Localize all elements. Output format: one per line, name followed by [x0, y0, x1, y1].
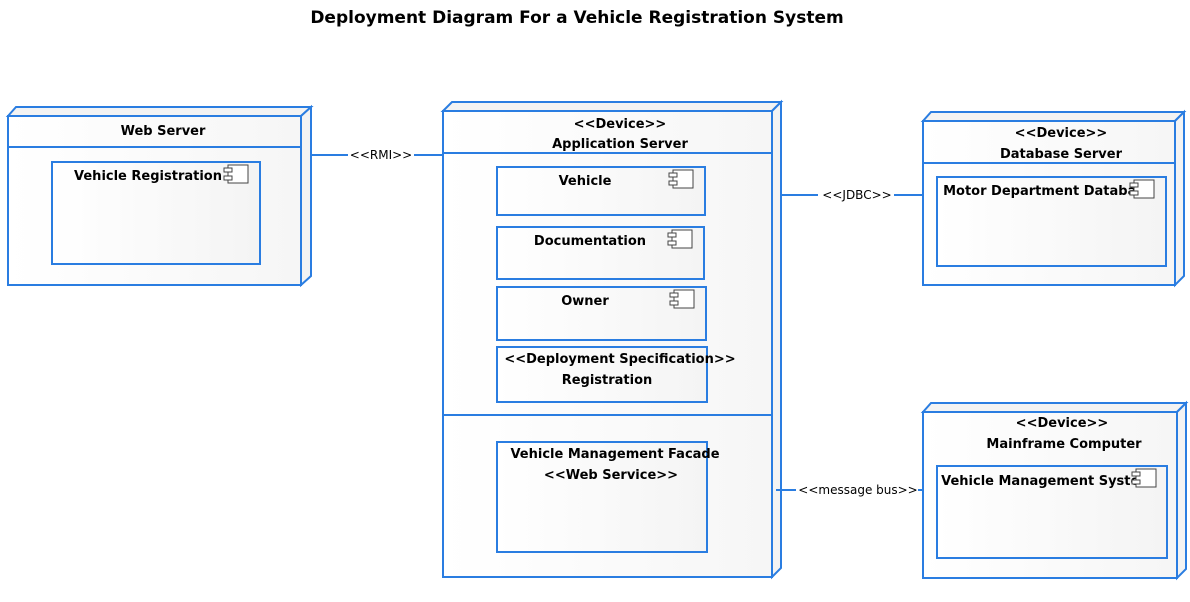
component-label: Documentation	[534, 234, 646, 249]
component-vehicle[interactable]: Vehicle	[496, 166, 706, 216]
component-icon	[1129, 179, 1155, 199]
deployment-specification-registration[interactable]: <<Deployment Specification>> Registratio…	[496, 346, 736, 403]
connection-message-bus[interactable]: <<message bus>>	[776, 483, 923, 497]
component-vehicle-registration[interactable]: Vehicle Registration	[51, 161, 261, 265]
deployment-spec-label: Registration	[562, 373, 653, 388]
connection-jdbc-label: <<JDBC>>	[822, 188, 891, 202]
app-server-stereotype: <<Device>>	[574, 117, 667, 132]
component-label: Vehicle Management System	[941, 474, 1153, 489]
deployment-spec-stereotype: <<Deployment Specification>>	[504, 352, 735, 367]
mainframe-computer-node[interactable]: <<Device>> Mainframe Computer Vehicle Ma…	[920, 400, 1189, 581]
connection-rmi[interactable]: <<RMI>>	[311, 148, 443, 162]
mainframe-title: Mainframe Computer	[986, 437, 1142, 452]
component-label: Vehicle	[559, 174, 612, 189]
facade-label: Vehicle Management Facade	[510, 447, 719, 462]
component-icon	[1131, 468, 1157, 488]
component-documentation[interactable]: Documentation	[496, 226, 705, 280]
web-server-title: Web Server	[121, 124, 206, 139]
component-label: Motor Department Database	[943, 184, 1153, 199]
database-server-node[interactable]: <<Device>> Database Server Motor Departm…	[920, 109, 1187, 288]
diagram-title: Deployment Diagram For a Vehicle Registr…	[310, 8, 843, 28]
connection-jdbc[interactable]: <<JDBC>>	[781, 188, 923, 202]
db-server-stereotype: <<Device>>	[1015, 126, 1108, 141]
db-server-title: Database Server	[1000, 147, 1123, 162]
component-icon	[667, 229, 693, 249]
component-owner[interactable]: Owner	[496, 286, 707, 341]
component-icon	[669, 289, 695, 309]
app-server-title: Application Server	[552, 137, 688, 152]
application-server-node[interactable]: <<Device>> Application Server Vehicle Do…	[440, 99, 784, 580]
component-icon	[668, 169, 694, 189]
component-label: Owner	[561, 294, 609, 309]
mainframe-stereotype: <<Device>>	[1016, 416, 1109, 431]
component-icon	[223, 164, 249, 184]
web-server-node[interactable]: Web Server Vehicle Registration	[5, 104, 314, 288]
component-motor-department-database[interactable]: Motor Department Database	[936, 176, 1167, 267]
connection-rmi-label: <<RMI>>	[350, 148, 412, 162]
vehicle-management-facade[interactable]: Vehicle Management Facade <<Web Service>…	[496, 441, 720, 553]
facade-stereotype: <<Web Service>>	[544, 468, 678, 483]
connection-message-bus-label: <<message bus>>	[798, 483, 917, 497]
component-label: Vehicle Registration	[74, 169, 222, 184]
component-vehicle-management-system[interactable]: Vehicle Management System	[936, 465, 1168, 559]
